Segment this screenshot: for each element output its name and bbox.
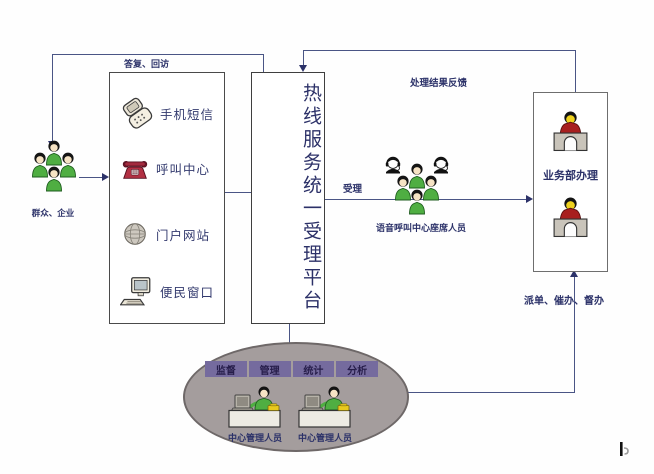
- platform-title: 热线服务统一受理平台: [300, 83, 321, 313]
- channels-to-platform-line: [225, 192, 251, 193]
- agents-label: 语音呼叫中心座席人员: [375, 223, 466, 233]
- feedback-arrowhead: [299, 65, 307, 72]
- accept-flow-label: 受理: [343, 185, 363, 195]
- channel-item-callcenter: 呼叫中心: [120, 148, 210, 188]
- clerk-desk-icon-top: [552, 111, 589, 152]
- manager-desk-icon-left: [227, 385, 283, 429]
- manager-label-right: 中心管理人员: [297, 433, 352, 443]
- telephone-icon: [120, 153, 150, 183]
- channel-label-sms: 手机短信: [160, 107, 215, 122]
- dispatch-flow-label: 派单、催办、督办: [524, 296, 604, 307]
- agents-group-icon: [379, 155, 455, 223]
- tab-supervision: 监督: [205, 361, 247, 377]
- business-label: 业务部办理: [543, 170, 598, 182]
- crowd-to-channels-line: [79, 177, 103, 178]
- platform-box: 热线服务统一受理平台: [251, 72, 325, 324]
- manager-label-left: 中心管理人员: [227, 433, 282, 443]
- manager-desk-icon-right: [297, 385, 353, 429]
- computer-icon: [120, 274, 154, 308]
- channel-label-window: 便民窗口: [160, 285, 215, 300]
- tab-management: 管理: [248, 361, 291, 377]
- text-cursor-artifact: [617, 440, 633, 460]
- reply-line-down-to-crowd: [52, 54, 53, 142]
- clerk-desk-icon-bottom: [552, 197, 589, 238]
- feedback-line-down: [303, 50, 304, 66]
- reply-flow-label: 答复、回访: [124, 59, 170, 69]
- channel-label-portal: 门户网站: [156, 228, 211, 243]
- crowd-label: 群众、企业: [31, 208, 75, 218]
- feedback-flow-label: 处理结果反馈: [410, 79, 468, 89]
- accept-arrowhead: [526, 195, 533, 203]
- tab-statistics: 统计: [292, 361, 335, 377]
- feedback-line-horizontal: [303, 50, 576, 51]
- crowd-icon: [28, 140, 80, 204]
- reply-line-from-platform: [263, 54, 264, 72]
- dispatch-line-horizontal: [405, 392, 575, 393]
- channels-box: 手机短信 呼叫中心: [109, 72, 225, 324]
- platform-to-center-line: [289, 322, 290, 343]
- management-center-ellipse: [183, 342, 409, 452]
- channel-item-sms: 手机短信: [120, 93, 214, 133]
- dispatch-line-up: [574, 277, 575, 393]
- channel-item-window: 便民窗口: [120, 271, 214, 311]
- mobile-phone-icon: [120, 96, 154, 130]
- dispatch-arrowhead: [570, 270, 578, 277]
- crowd-to-channels-arrowhead: [102, 173, 109, 181]
- channel-item-portal: 门户网站: [120, 214, 210, 254]
- management-tabs: 监督 管理 统计 分析: [205, 361, 378, 377]
- feedback-line-up: [575, 50, 576, 92]
- channel-label-callcenter: 呼叫中心: [156, 162, 211, 177]
- business-box: 业务部办理: [533, 92, 608, 272]
- tab-analysis: 分析: [336, 361, 378, 377]
- globe-icon: [120, 219, 150, 249]
- reply-line-horizontal: [52, 54, 264, 55]
